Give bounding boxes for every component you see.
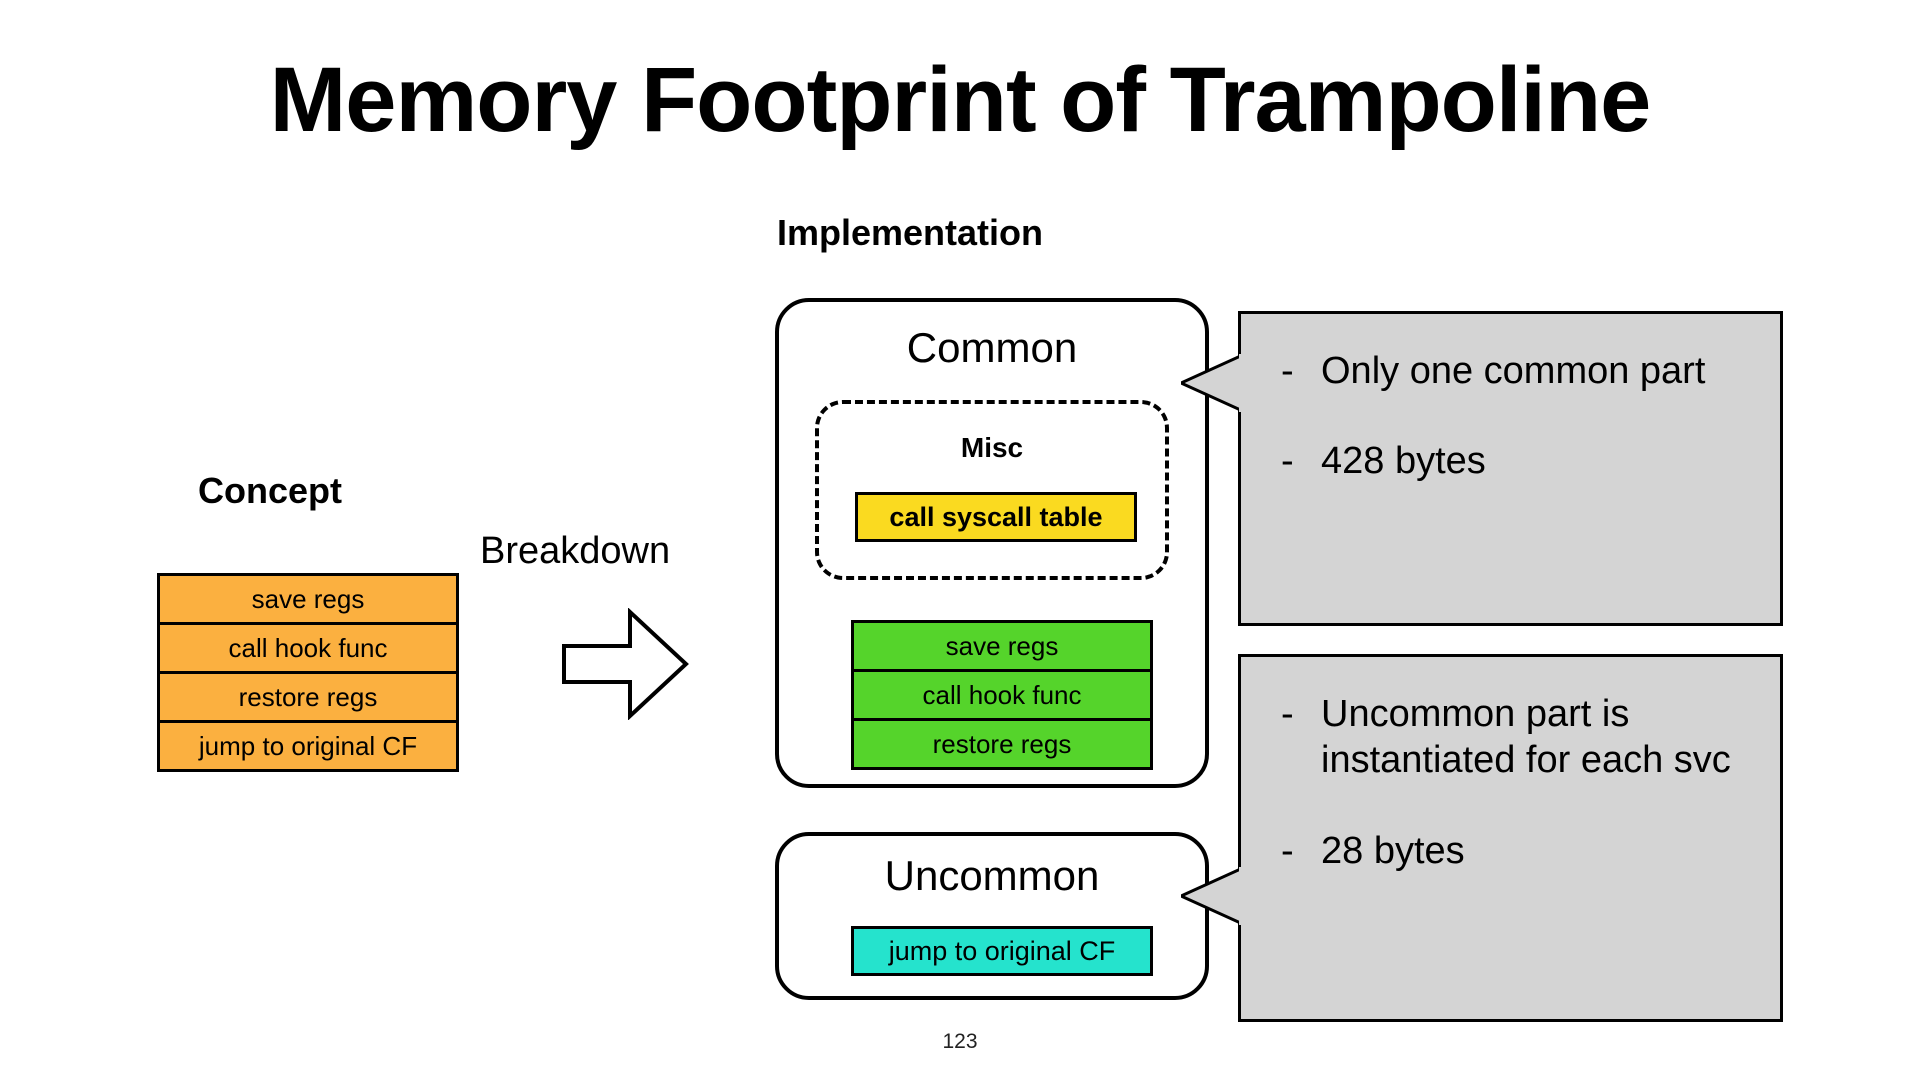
implementation-heading: Implementation xyxy=(776,212,1044,253)
list-item: - Only one common part xyxy=(1281,348,1762,394)
callout-uncommon-note: - Uncommon part is instantiated for each… xyxy=(1177,654,1783,1022)
concept-row-save-regs: save regs xyxy=(157,573,459,625)
note-text: 428 bytes xyxy=(1321,440,1486,483)
list-item: - Uncommon part is instantiated for each… xyxy=(1281,691,1762,784)
misc-group-title: Misc xyxy=(960,432,1024,463)
callout-tail-icon xyxy=(1177,351,1247,415)
bullet-dash: - xyxy=(1281,693,1294,735)
concept-trampoline-stack: save regs call hook func restore regs ju… xyxy=(157,573,459,772)
breakdown-label: Breakdown xyxy=(480,530,671,572)
common-row-restore-regs: restore regs xyxy=(851,718,1153,770)
list-item: - 28 bytes xyxy=(1281,828,1762,874)
bullet-dash: - xyxy=(1281,829,1294,872)
misc-item-call-syscall-table: call syscall table xyxy=(855,492,1137,542)
concept-row-jump-original-cf: jump to original CF xyxy=(157,720,459,772)
common-row-call-hook-func: call hook func xyxy=(851,669,1153,721)
page-title: Memory Footprint of Trampoline xyxy=(269,49,1652,151)
common-trampoline-stack: save regs call hook func restore regs xyxy=(851,620,1153,770)
note-text: Only one common part xyxy=(1321,350,1706,392)
note-text: Uncommon part is instantiated for each s… xyxy=(1321,693,1731,782)
uncommon-card-title: Uncommon xyxy=(884,852,1100,899)
uncommon-card: Uncommon jump to original CF xyxy=(775,832,1209,1000)
concept-heading: Concept xyxy=(198,470,342,511)
callout-uncommon-list: - Uncommon part is instantiated for each… xyxy=(1281,691,1762,918)
uncommon-item-jump-original-cf: jump to original CF xyxy=(851,926,1153,976)
list-item: - 428 bytes xyxy=(1281,438,1762,484)
common-row-save-regs: save regs xyxy=(851,620,1153,672)
arrow-right-icon xyxy=(560,607,690,721)
bullet-dash: - xyxy=(1281,350,1294,392)
concept-row-call-hook-func: call hook func xyxy=(157,622,459,674)
common-card-title: Common xyxy=(906,324,1078,371)
misc-group: Misc call syscall table xyxy=(815,400,1169,580)
callout-tail-icon xyxy=(1177,864,1247,928)
concept-row-restore-regs: restore regs xyxy=(157,671,459,723)
common-card: Common Misc call syscall table save regs… xyxy=(775,298,1209,788)
note-text: 28 bytes xyxy=(1321,829,1465,872)
bullet-dash: - xyxy=(1281,440,1294,483)
callout-common-note: - Only one common part - 428 bytes xyxy=(1177,311,1783,626)
page-number: 123 xyxy=(942,1030,978,1053)
callout-common-list: - Only one common part - 428 bytes xyxy=(1281,348,1762,529)
